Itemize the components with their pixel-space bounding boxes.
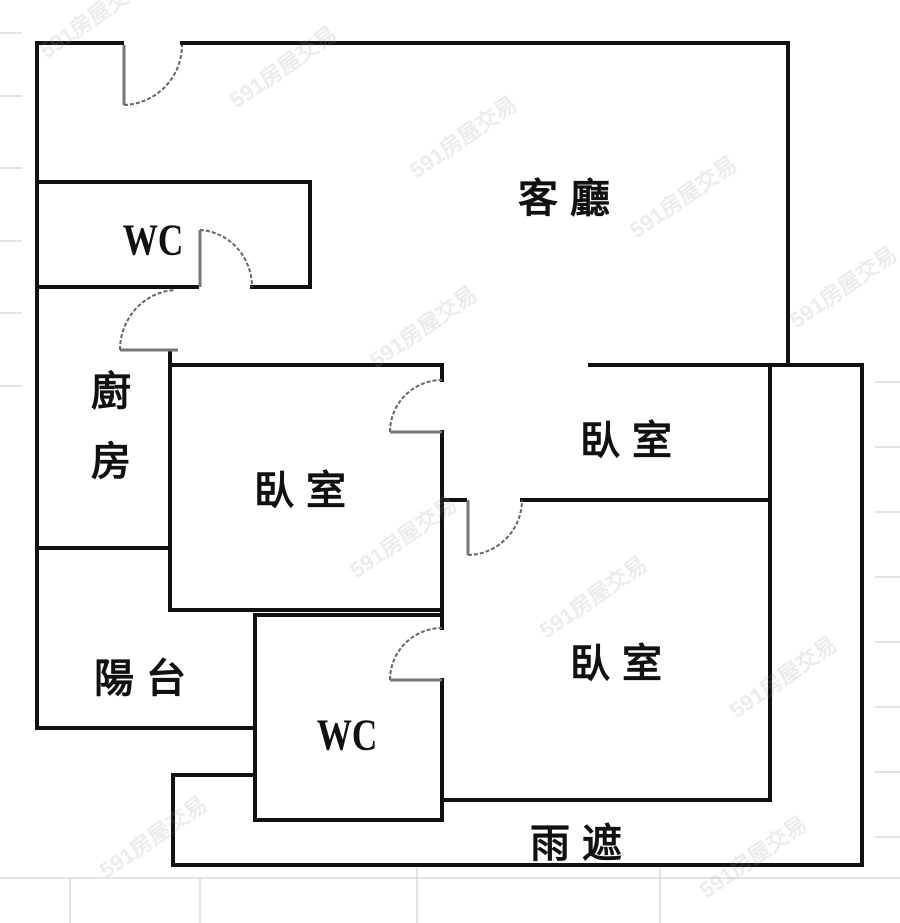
background-grid bbox=[0, 32, 900, 923]
room-label-kitchen: 廚房 bbox=[84, 370, 131, 510]
room-label-bedroom-3: 臥室 bbox=[570, 640, 674, 687]
room-label-canopy: 雨遮 bbox=[530, 820, 634, 867]
walls bbox=[35, 41, 864, 867]
room-label-balcony: 陽台 bbox=[94, 655, 198, 702]
doors bbox=[118, 44, 523, 682]
room-label-bedroom-2: 臥室 bbox=[580, 417, 684, 464]
room-label-living-room: 客廳 bbox=[518, 175, 622, 222]
room-label-wc-bottom: WC bbox=[316, 710, 378, 760]
room-label-bedroom-1: 臥室 bbox=[254, 467, 358, 514]
room-label-wc-top: WC bbox=[122, 215, 184, 265]
